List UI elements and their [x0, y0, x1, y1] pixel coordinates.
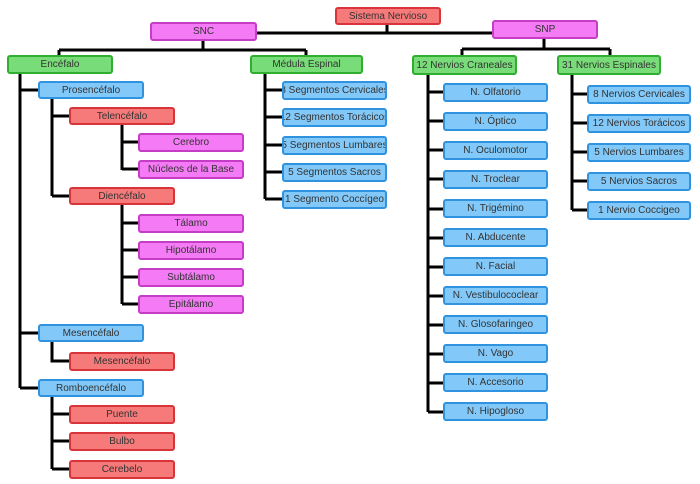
cranial-nerve: N. Olfatorio	[443, 83, 548, 102]
craneales-node: 12 Nervios Craneales	[412, 55, 517, 75]
espinales-node: 31 Nervios Espinales	[557, 55, 661, 75]
medula-child: 5 Segmentos Sacros	[282, 163, 387, 182]
cranial-nerve: N. Hipogloso	[443, 402, 548, 421]
cranial-nerve: N. Glosofaringeo	[443, 315, 548, 334]
cranial-nerve: N. Vestibulococlear	[443, 286, 548, 305]
snp-node: SNP	[492, 20, 598, 39]
root-node: Sistema Nervioso	[335, 7, 441, 25]
romboencefalo-child: Bulbo	[69, 432, 175, 451]
diencefalo-child: Subtálamo	[138, 268, 244, 287]
cranial-nerve: N. Abducente	[443, 228, 548, 247]
medula-child: 12 Segmentos Torácicos	[282, 108, 387, 127]
medula-child: 1 Segmento Coccígeo	[282, 190, 387, 209]
cranial-nerve: N. Vago	[443, 344, 548, 363]
cranial-nerve: N. Troclear	[443, 170, 548, 189]
diencefalo-child: Hipotálamo	[138, 241, 244, 260]
cranial-nerve: N. Óptico	[443, 112, 548, 131]
spinal-nerve: 5 Nervios Lumbares	[587, 143, 691, 162]
romboencefalo-node: Romboencéfalo	[38, 379, 144, 397]
spinal-nerve: 12 Nervios Torácicos	[587, 114, 691, 133]
cranial-nerve: N. Accesorio	[443, 373, 548, 392]
cranial-nerve: N. Trigémino	[443, 199, 548, 218]
romboencefalo-child: Puente	[69, 405, 175, 424]
medula-child: 5 Segmentos Lumbares	[282, 136, 387, 155]
spinal-nerve: 5 Nervios Sacros	[587, 172, 691, 191]
cranial-nerve: N. Oculomotor	[443, 141, 548, 160]
medula-node: Médula Espinal	[250, 55, 363, 74]
diencefalo-node: Diencéfalo	[69, 187, 175, 205]
diencefalo-child: Tálamo	[138, 214, 244, 233]
spinal-nerve: 8 Nervios Cervicales	[587, 85, 691, 104]
cranial-nerve: N. Facial	[443, 257, 548, 276]
romboencefalo-child: Cerebelo	[69, 460, 175, 479]
diencefalo-child: Epitálamo	[138, 295, 244, 314]
snc-node: SNC	[150, 22, 257, 41]
medula-child: 8 Segmentos Cervicales	[282, 81, 387, 100]
telencefalo-child: Cerebro	[138, 133, 244, 152]
mesencefalo-node: Mesencéfalo	[38, 324, 144, 342]
telencefalo-node: Telencéfalo	[69, 107, 175, 125]
spinal-nerve: 1 Nervio Coccigeo	[587, 201, 691, 220]
encefalo-node: Encéfalo	[7, 55, 113, 74]
prosencefalo-node: Prosencéfalo	[38, 81, 144, 99]
telencefalo-child: Núcleos de la Base	[138, 160, 244, 179]
mesencefalo-child: Mesencéfalo	[69, 352, 175, 371]
